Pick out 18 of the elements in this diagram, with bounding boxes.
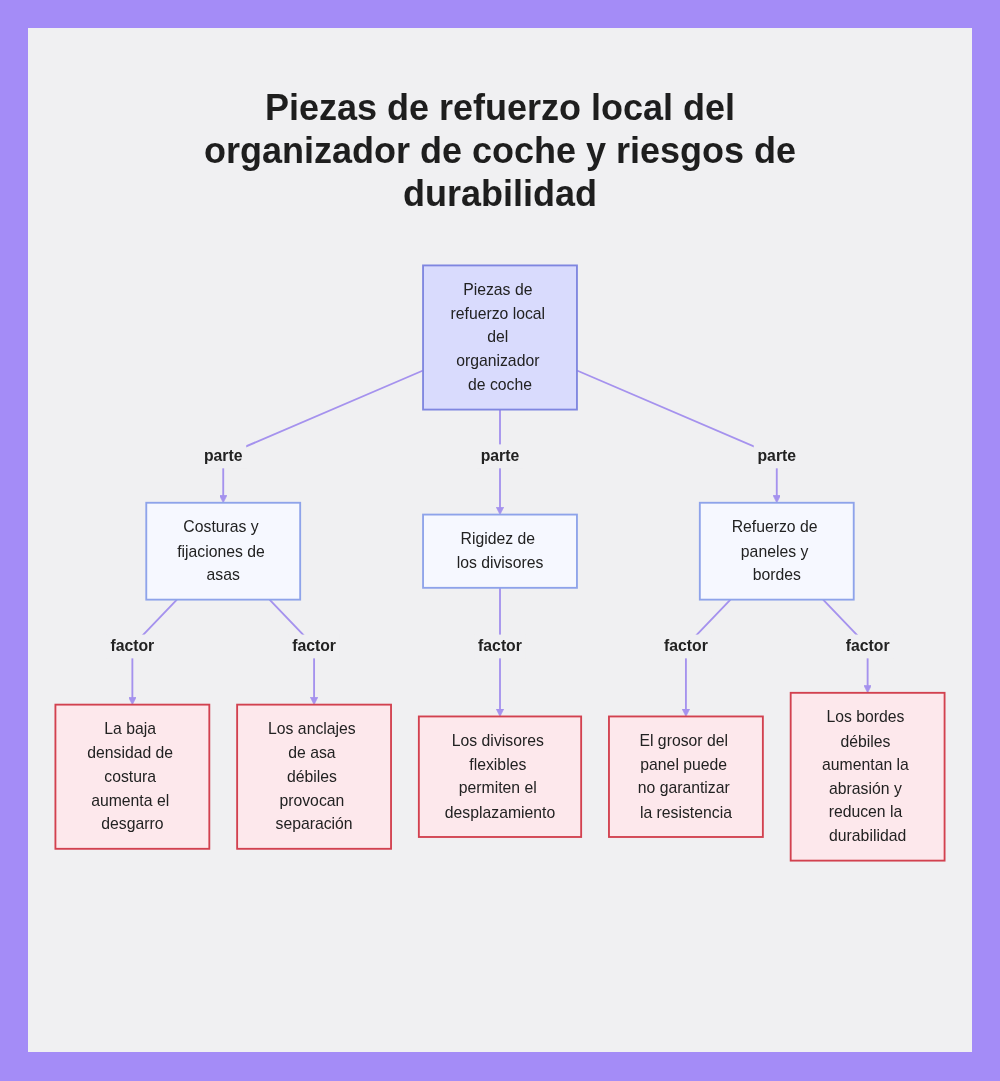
node-box: Los anclajes de asa débiles provocan separación: [236, 703, 392, 850]
edge-label: parte: [480, 447, 520, 465]
diagram-title: Piezas de refuerzo local del organizador de coche y riesgos de durabilidad: [202, 86, 798, 216]
edge-label: factor: [845, 637, 890, 655]
node-box: La baja densidad de costura aumenta el desgarro: [54, 703, 211, 850]
edge-label: factor: [292, 637, 336, 655]
node-box: El grosor del panel puede no garantizar la resistencia: [608, 715, 764, 838]
edge-label: parte: [757, 447, 797, 465]
edge-label: factor: [110, 637, 155, 655]
edge-label: parte: [203, 447, 243, 465]
node-box: Refuerzo de paneles y bordes: [698, 501, 855, 601]
edge-label: factor: [664, 637, 708, 655]
node-box: Los divisores flexibles permiten el desplazamiento: [417, 715, 583, 838]
node-box: Los bordes débiles aumentan la abrasión y reducen la durabilidad: [789, 691, 946, 862]
node-box: Rigidez de los divisores: [422, 513, 578, 589]
node-box: Piezas de refuerzo local del organizador de coche: [422, 264, 578, 411]
node-box: Costuras y fijaciones de asas: [145, 501, 302, 601]
edge-label: factor: [478, 637, 522, 655]
